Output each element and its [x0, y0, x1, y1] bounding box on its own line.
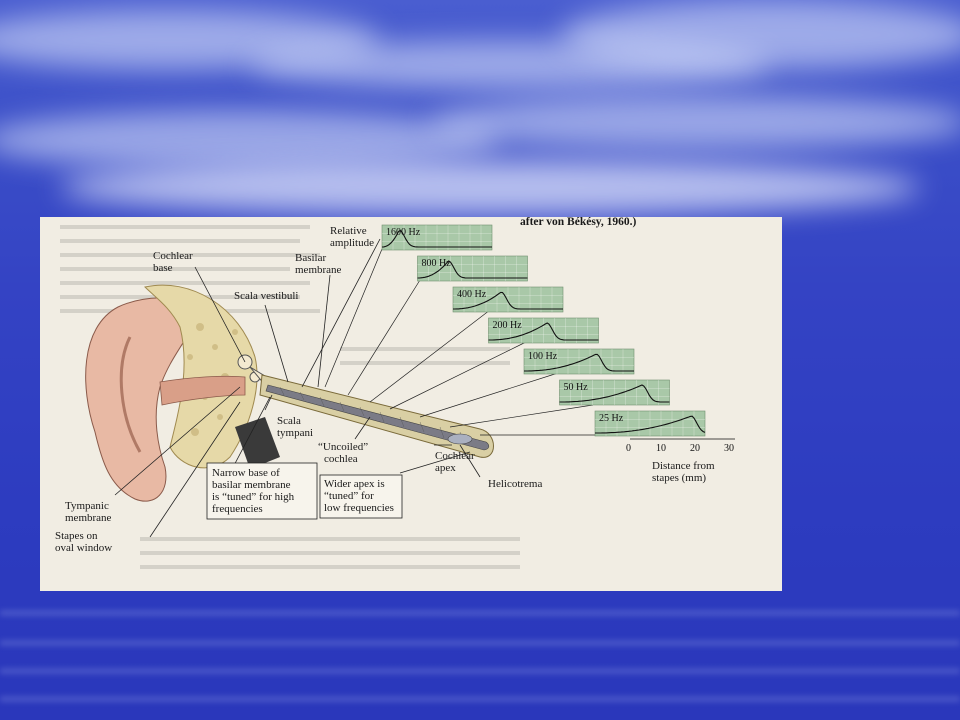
leader-lines: [114, 238, 481, 538]
panel-frequency-label: 50 Hz: [564, 382, 589, 393]
axis-title-line1: Distance from: [652, 460, 715, 472]
axis-title-line2: stapes (mm): [652, 472, 706, 484]
axis-tick: 20: [690, 443, 700, 454]
uncoiled-cochlea: [259, 374, 494, 458]
figure-credit: after von Békésy, 1960.): [520, 217, 637, 228]
callout-text: is “tuned” for high: [212, 491, 295, 503]
label-cochlear-base: base: [153, 262, 173, 274]
response-panel: 50 Hz: [559, 379, 670, 406]
cloud: [560, 0, 960, 70]
helicotrema-shape: [447, 433, 473, 445]
figure-svg: 1600 Hz 800 Hz 400 Hz 200 Hz 100 Hz 50 Hz 25 H…: [55, 217, 735, 569]
response-panel: 25 Hz: [594, 410, 706, 437]
response-panel: 200 Hz: [488, 317, 599, 344]
label-scala-tympani: Scala: [277, 415, 301, 427]
panel-response-curve: [417, 260, 528, 279]
axis-tick: 0: [626, 443, 631, 454]
callout-box: [206, 462, 318, 520]
response-panel: 1600 Hz: [381, 224, 493, 251]
label-relative-amplitude: Relative: [330, 225, 367, 237]
label-cochlear-apex: Cochlear: [435, 450, 475, 462]
bone-texture: [187, 323, 238, 436]
label-basilar-membrane: Basilar: [295, 252, 326, 264]
response-panel: 400 Hz: [452, 286, 564, 313]
ear-canal: [159, 375, 246, 406]
wave: [0, 610, 960, 616]
wave: [0, 696, 960, 702]
label-helicotrema: Helicotrema: [488, 478, 542, 490]
panel-response-curve: [559, 384, 670, 403]
label-basilar-membrane: membrane: [295, 264, 342, 276]
panel-frequency-label: 25 Hz: [599, 413, 624, 424]
callout-text: basilar membrane: [212, 479, 291, 491]
ear-fold: [119, 336, 142, 453]
eustachian-tube: [235, 417, 280, 469]
callout-box: [319, 474, 403, 519]
callout-text: Narrow base of: [212, 467, 280, 479]
label-relative-amplitude: amplitude: [330, 237, 374, 249]
panel-response-curve: [595, 415, 706, 434]
cloud: [430, 95, 960, 150]
label-scala-vestibuli: Scala vestibuli: [234, 290, 298, 302]
label-stapes: oval window: [55, 542, 112, 554]
label-uncoiled-cochlea: cochlea: [324, 453, 358, 465]
panel-frequency-label: 1600 Hz: [386, 227, 421, 238]
panel-response-curve: [453, 291, 563, 310]
label-tympanic-membrane: membrane: [65, 512, 112, 524]
panel-response-curve: [524, 353, 634, 372]
distance-axis: 0 10 20 30 Distance from stapes (mm): [626, 438, 735, 484]
panel-response-curve: [488, 322, 599, 341]
membrane-hatching: [279, 386, 465, 444]
panel-frequency-label: 400 Hz: [457, 289, 487, 300]
label-cochlear-base: Cochlear: [153, 250, 193, 262]
label-scala-tympani: tympani: [277, 427, 313, 439]
callout-wider-apex: Wider apex is “tuned” for low frequencie…: [319, 474, 403, 519]
cochlea-figure: 1600 Hz 800 Hz 400 Hz 200 Hz 100 Hz 50 Hz 25 H…: [40, 217, 782, 591]
response-panel: 100 Hz: [523, 348, 635, 375]
callout-text: Wider apex is: [324, 478, 385, 490]
panel-frequency-label: 100 Hz: [528, 351, 558, 362]
axis-tick: 30: [724, 443, 734, 454]
panel-response-curve: [381, 229, 492, 248]
wave: [0, 668, 960, 674]
panel-frequency-label: 200 Hz: [493, 320, 523, 331]
callout-text: “tuned” for: [324, 490, 374, 502]
wave: [0, 640, 960, 646]
cloud: [60, 160, 920, 215]
label-tympanic-membrane: Tympanic: [65, 500, 109, 512]
response-panels: 1600 Hz 800 Hz 400 Hz 200 Hz 100 Hz 50 Hz 25 H…: [381, 224, 706, 437]
callout-text: frequencies: [212, 503, 263, 515]
label-cochlear-apex: apex: [435, 462, 456, 474]
callout-text: low frequencies: [324, 502, 394, 514]
response-panel: 800 Hz: [417, 255, 528, 282]
panel-frequency-label: 800 Hz: [422, 258, 452, 269]
label-uncoiled-cochlea: “Uncoiled”: [318, 441, 368, 453]
label-stapes: Stapes on: [55, 530, 98, 542]
axis-tick: 10: [656, 443, 666, 454]
callout-narrow-base: Narrow base of basilar membrane is “tune…: [206, 462, 318, 520]
